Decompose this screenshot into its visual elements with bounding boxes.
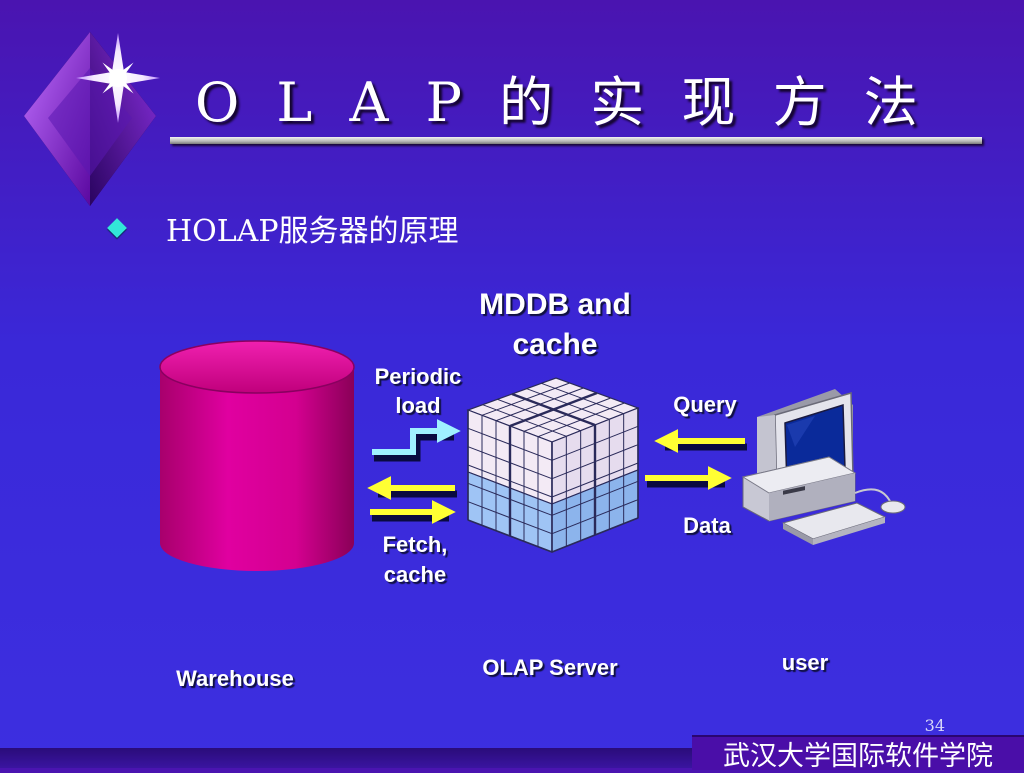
title-underline bbox=[170, 137, 982, 144]
fetch-cache-label: Fetch, cache bbox=[382, 532, 448, 587]
bullet-diamond-icon bbox=[107, 218, 127, 238]
slide-title: O L A P 的 实 现 方 法 bbox=[195, 71, 928, 134]
fetch-return-arrow bbox=[367, 476, 457, 500]
warehouse-label: Warehouse bbox=[176, 666, 294, 691]
page-number: 34 bbox=[924, 716, 945, 735]
data-label: Data bbox=[683, 513, 731, 538]
computer-icon bbox=[741, 389, 906, 545]
query-label: Query bbox=[673, 392, 737, 417]
periodic-load-label: Periodic load bbox=[374, 364, 462, 418]
periodic-load-arrow bbox=[372, 419, 461, 462]
bullet-row: HOLAP服务器的原理 bbox=[107, 208, 459, 249]
bullet-text: HOLAP服务器的原理 bbox=[166, 214, 459, 249]
footer-text: 武汉大学国际软件学院 bbox=[723, 741, 993, 772]
star-diamond-logo-icon bbox=[24, 32, 160, 206]
mddb-cache-label: MDDB and cache bbox=[479, 288, 631, 361]
footer-banner: 武汉大学国际软件学院 bbox=[692, 735, 1024, 772]
database-cylinder-icon bbox=[159, 340, 355, 571]
user-label: user bbox=[781, 650, 829, 675]
olap-server-label: OLAP Server bbox=[482, 655, 618, 680]
data-cube-icon bbox=[466, 377, 640, 553]
fetch-forward-arrow bbox=[370, 500, 456, 524]
